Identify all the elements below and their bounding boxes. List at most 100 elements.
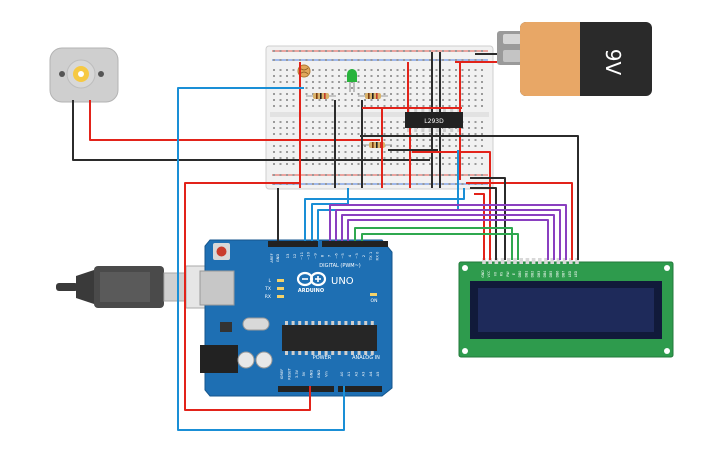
wire-purple-3	[341, 214, 555, 260]
lcd-pin[interactable]	[562, 258, 567, 264]
reset-button[interactable]	[216, 246, 227, 257]
power-pin-label: 5V	[302, 371, 306, 376]
green-led[interactable]	[347, 69, 357, 92]
analog-header[interactable]	[338, 386, 382, 392]
l293d-driver-ic[interactable]: L293D	[405, 108, 463, 132]
wire-green-2	[361, 233, 519, 260]
lcd-pin-label: RS	[500, 272, 504, 276]
wire-bb-to-lcd-black-1	[470, 177, 506, 260]
wire-purple-4	[347, 219, 549, 260]
arduino-uno[interactable]: L TX RX ON UNO ARDUINO DIGITAL (PWM~) AR…	[199, 239, 393, 397]
lcd-pin[interactable]	[507, 258, 511, 264]
led-rx-label: RX	[265, 294, 271, 300]
lcd-pin-label: DB7	[562, 271, 566, 278]
arduino-model-label: UNO	[331, 276, 354, 287]
digital-pin-label: ~9	[313, 253, 318, 259]
digital-header-label: DIGITAL (PWM~)	[319, 263, 361, 269]
breadboard[interactable]	[265, 45, 494, 190]
wire-motor-red	[89, 100, 380, 141]
wire-bb-to-lcd-red-2	[474, 193, 485, 260]
lcd-pin[interactable]	[569, 258, 573, 264]
wire-green-1	[354, 227, 513, 260]
pin-label-gnd: GND	[276, 254, 280, 262]
wire-5v-loop	[184, 182, 311, 411]
arduino-brand-label: ARDUINO	[298, 288, 324, 294]
power-pin-label: IOREF	[280, 369, 284, 380]
analog-pin-label: A4	[369, 371, 373, 376]
wire-bb-to-lcd-red-1	[466, 182, 573, 260]
atmega-chip-legs	[285, 321, 374, 355]
driver-ic-label: L293D	[424, 118, 444, 125]
digital-pin-label: 8	[320, 254, 325, 257]
digital-pin-label: 13	[285, 253, 290, 258]
arduino-logo-icon	[296, 271, 327, 287]
lcd-pin[interactable]	[550, 258, 554, 264]
lcd-pin[interactable]	[494, 258, 499, 264]
wire-blue-2	[304, 188, 465, 241]
lcd-pin[interactable]	[538, 258, 542, 264]
battery-label: 9V	[601, 49, 625, 76]
lcd-pin[interactable]	[544, 258, 548, 264]
lcd-pin-label: RW	[506, 271, 510, 277]
power-header-label: POWER	[313, 355, 332, 361]
lcd-pin[interactable]	[519, 258, 523, 264]
led-l-label: L	[268, 278, 271, 284]
lcd-pin-label: E	[512, 273, 516, 275]
digital-pin-label: ~3	[354, 253, 359, 259]
power-header[interactable]	[278, 386, 334, 392]
digital-pin-label: ~11	[299, 251, 304, 260]
lcd-pin-label: DB0	[518, 271, 522, 278]
digital-pin-label: ~5	[340, 253, 345, 259]
resistor-2[interactable]	[358, 93, 388, 99]
digital-pin-label: 2	[361, 254, 366, 257]
lcd-pin-label: VCC	[487, 270, 491, 277]
power-pin-label: Vin	[324, 371, 328, 377]
lcd-pin-label: DB6	[555, 271, 559, 278]
digital-pin-label: 12	[292, 253, 297, 258]
lcd-pin[interactable]	[531, 258, 536, 264]
lcd-pin[interactable]	[575, 258, 579, 264]
digital-pin-label: RX 0	[375, 251, 380, 260]
analog-pin-label: A0	[340, 371, 344, 376]
lcd-pin[interactable]	[482, 258, 486, 264]
wire-purple-1	[329, 204, 567, 260]
lcd-pin-label: DB1	[524, 271, 528, 278]
analog-pin-label: A3	[362, 372, 366, 377]
power-pin-label: RESET	[287, 367, 291, 379]
lcd-pin-label: DB5	[549, 271, 553, 278]
wire-ldr-blue	[177, 87, 345, 431]
lcd-pin[interactable]	[500, 258, 505, 264]
lcd-pin-label: GND	[481, 270, 485, 278]
lcd-pin[interactable]	[488, 258, 492, 264]
analog-header-label: ANALOG IN	[352, 355, 380, 361]
lcd-pin-label: DB4	[543, 271, 547, 278]
digital-pin-label: TX 1	[368, 251, 373, 261]
power-pin-label: GND	[317, 370, 321, 378]
digital-pin-label: 4	[347, 254, 352, 257]
breadboard-holes	[273, 50, 483, 185]
lcd-pin-label: DB2	[531, 271, 535, 278]
lcd-pin-label: LED	[574, 270, 578, 277]
lcd-pin[interactable]	[556, 258, 561, 264]
digital-pin-label: 7	[326, 254, 331, 257]
led-on-label: ON	[371, 298, 378, 304]
digital-header-left[interactable]	[268, 241, 318, 247]
wire-bb-h2	[360, 135, 579, 260]
analog-pin-label: A2	[354, 372, 358, 377]
resistor-1[interactable]	[306, 93, 336, 99]
analog-pin-label: A5	[376, 372, 380, 377]
dc-motor[interactable]	[49, 47, 119, 103]
lcd-pin[interactable]	[513, 258, 517, 264]
power-pin-label: 3.3V	[295, 369, 299, 378]
digital-pin-label: ~6	[333, 253, 338, 259]
lcd-pin[interactable]	[525, 258, 530, 264]
digital-header-right[interactable]	[322, 241, 388, 247]
lcd-pin-label: DB3	[537, 271, 541, 278]
power-pin-label: GND	[310, 370, 314, 378]
battery-9v[interactable]: 9V	[497, 22, 652, 96]
wires	[72, 52, 579, 431]
